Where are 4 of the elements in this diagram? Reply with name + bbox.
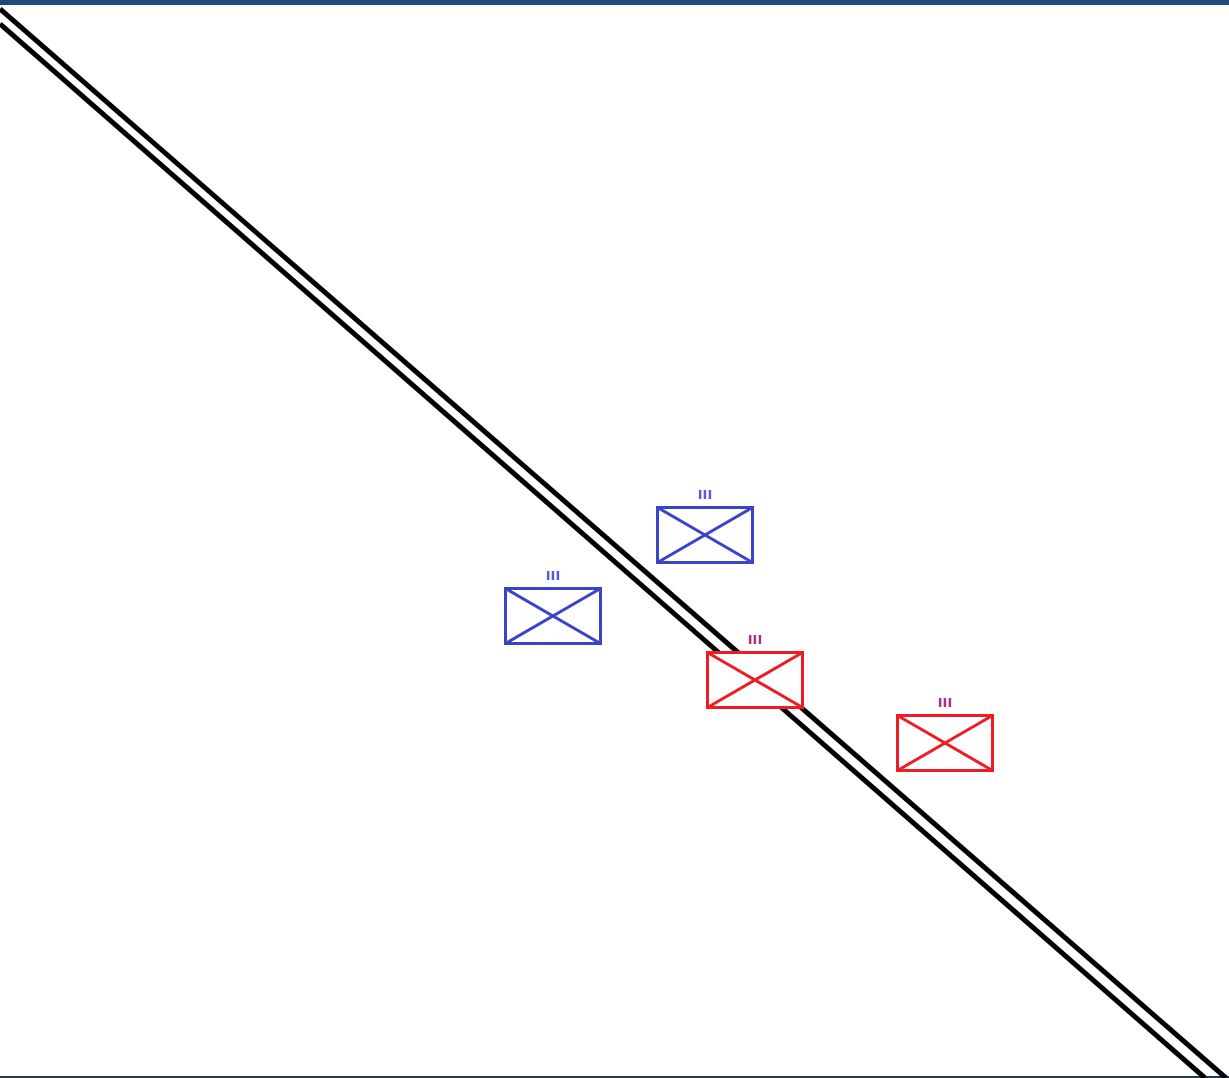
echelon-label: III — [696, 488, 714, 502]
echelon-label: III — [746, 633, 764, 647]
echelon-label: III — [936, 696, 954, 710]
echelon-label: III — [544, 569, 562, 583]
